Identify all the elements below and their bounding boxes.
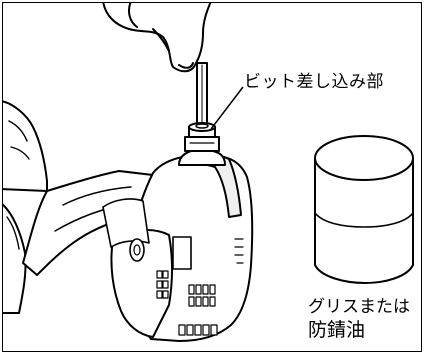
illustration-frame: ビット差し込み部 グリスまたは 防錆油: [2, 2, 422, 352]
grease-label-line1: グリスまたは: [308, 297, 410, 317]
leader-line: [210, 86, 244, 130]
grease-label-line2: 防錆油: [308, 319, 366, 341]
grease-jar-icon: [314, 135, 414, 285]
hand-icon: [102, 3, 212, 144]
illustration: [3, 3, 414, 342]
impact-driver-icon: [3, 100, 254, 342]
bit-insertion-label: ビット差し込み部: [244, 72, 384, 92]
